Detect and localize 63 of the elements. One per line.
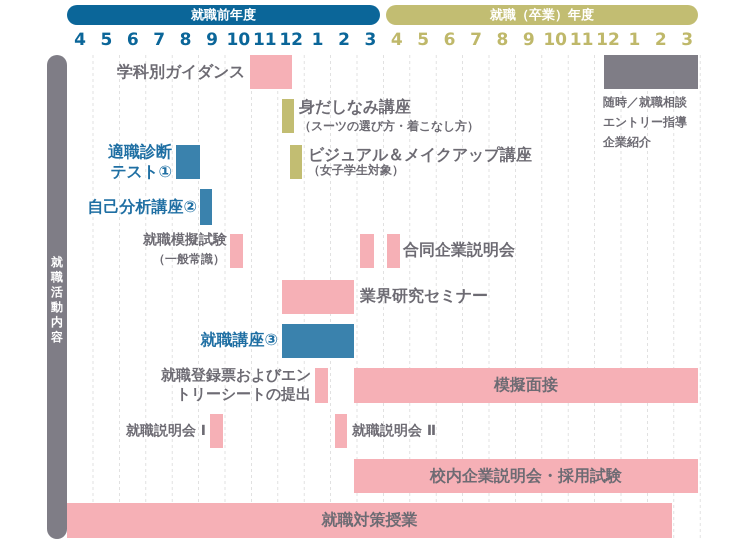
month-number: 8 (495, 30, 510, 50)
schedule-bar (360, 234, 374, 268)
schedule-bar (200, 189, 212, 225)
month-number: 8 (178, 30, 193, 50)
bar-label: ビジュアル＆メイクアップ講座 (308, 145, 532, 164)
schedule-bar (210, 414, 223, 448)
bar-label: （スーツの選び方・着こなし方） (299, 119, 479, 134)
bar-label: 適職診断テスト① (107, 142, 172, 182)
period-header-band: 就職（卒業）年度 (386, 5, 698, 25)
bar-label: 自己分析講座② (87, 197, 197, 217)
schedule-bar (176, 145, 200, 179)
month-number: 6 (442, 30, 457, 50)
month-number: 11 (568, 30, 594, 50)
month-number: 12 (595, 30, 621, 50)
bar-label: エントリー指導 (603, 115, 687, 130)
schedule-bar (230, 234, 243, 268)
schedule-bar (335, 414, 347, 448)
bar-label: （女子学生対象） (308, 163, 404, 178)
bar-label: 合同企業説明会 (403, 240, 515, 260)
schedule-bar (282, 99, 294, 133)
month-number: 2 (654, 30, 668, 50)
schedule-bar (604, 55, 698, 89)
bar-label: 就職説明会 Ⅱ (352, 423, 436, 440)
month-number: 9 (522, 30, 536, 50)
bar-label: 就職講座③ (200, 330, 278, 350)
month-number: 7 (469, 30, 483, 50)
month-number: 10 (226, 30, 252, 50)
bar-label: 就職登録票およびエントリーシートの提出 (160, 366, 311, 404)
month-number: 3 (680, 30, 694, 50)
month-number: 3 (363, 30, 378, 50)
schedule-bar (250, 55, 292, 89)
month-number: 4 (73, 30, 87, 50)
schedule-bar (387, 234, 400, 268)
month-number: 4 (390, 30, 404, 50)
month-number: 12 (278, 30, 304, 50)
bar-label: （一般常識） (153, 252, 225, 267)
month-number: 9 (205, 30, 219, 50)
schedule-bar (315, 368, 328, 403)
bar-label: 身だしなみ講座 (299, 97, 411, 117)
schedule-bar: 模擬面接 (354, 368, 698, 403)
bar-label: 学科別ガイダンス (117, 62, 245, 82)
schedule-bar (282, 280, 354, 314)
schedule-bar: 就職対策授業 (67, 503, 672, 538)
side-label-band (47, 55, 67, 539)
month-number: 1 (627, 30, 642, 50)
side-label: 就職活動内容 (50, 255, 64, 345)
month-number: 5 (416, 30, 430, 50)
bar-label: 業界研究セミナー (360, 286, 488, 306)
bar-label: 随時／就職相談 (603, 95, 687, 110)
month-number: 6 (126, 30, 140, 50)
month-number: 7 (152, 30, 166, 50)
month-number: 1 (310, 30, 325, 50)
month-number: 10 (542, 30, 568, 50)
bar-label: 就職説明会 Ⅰ (126, 423, 206, 440)
period-header-band: 就職前年度 (67, 5, 380, 25)
schedule-bar: 校内企業説明会・採用試験 (354, 459, 698, 493)
bar-label: 就職模擬試験 (143, 232, 227, 250)
schedule-bar (290, 145, 302, 179)
month-number: 11 (252, 30, 278, 50)
month-number: 2 (337, 30, 351, 50)
bar-label: 企業紹介 (603, 135, 651, 150)
schedule-bar (282, 324, 354, 358)
month-number: 5 (99, 30, 114, 50)
